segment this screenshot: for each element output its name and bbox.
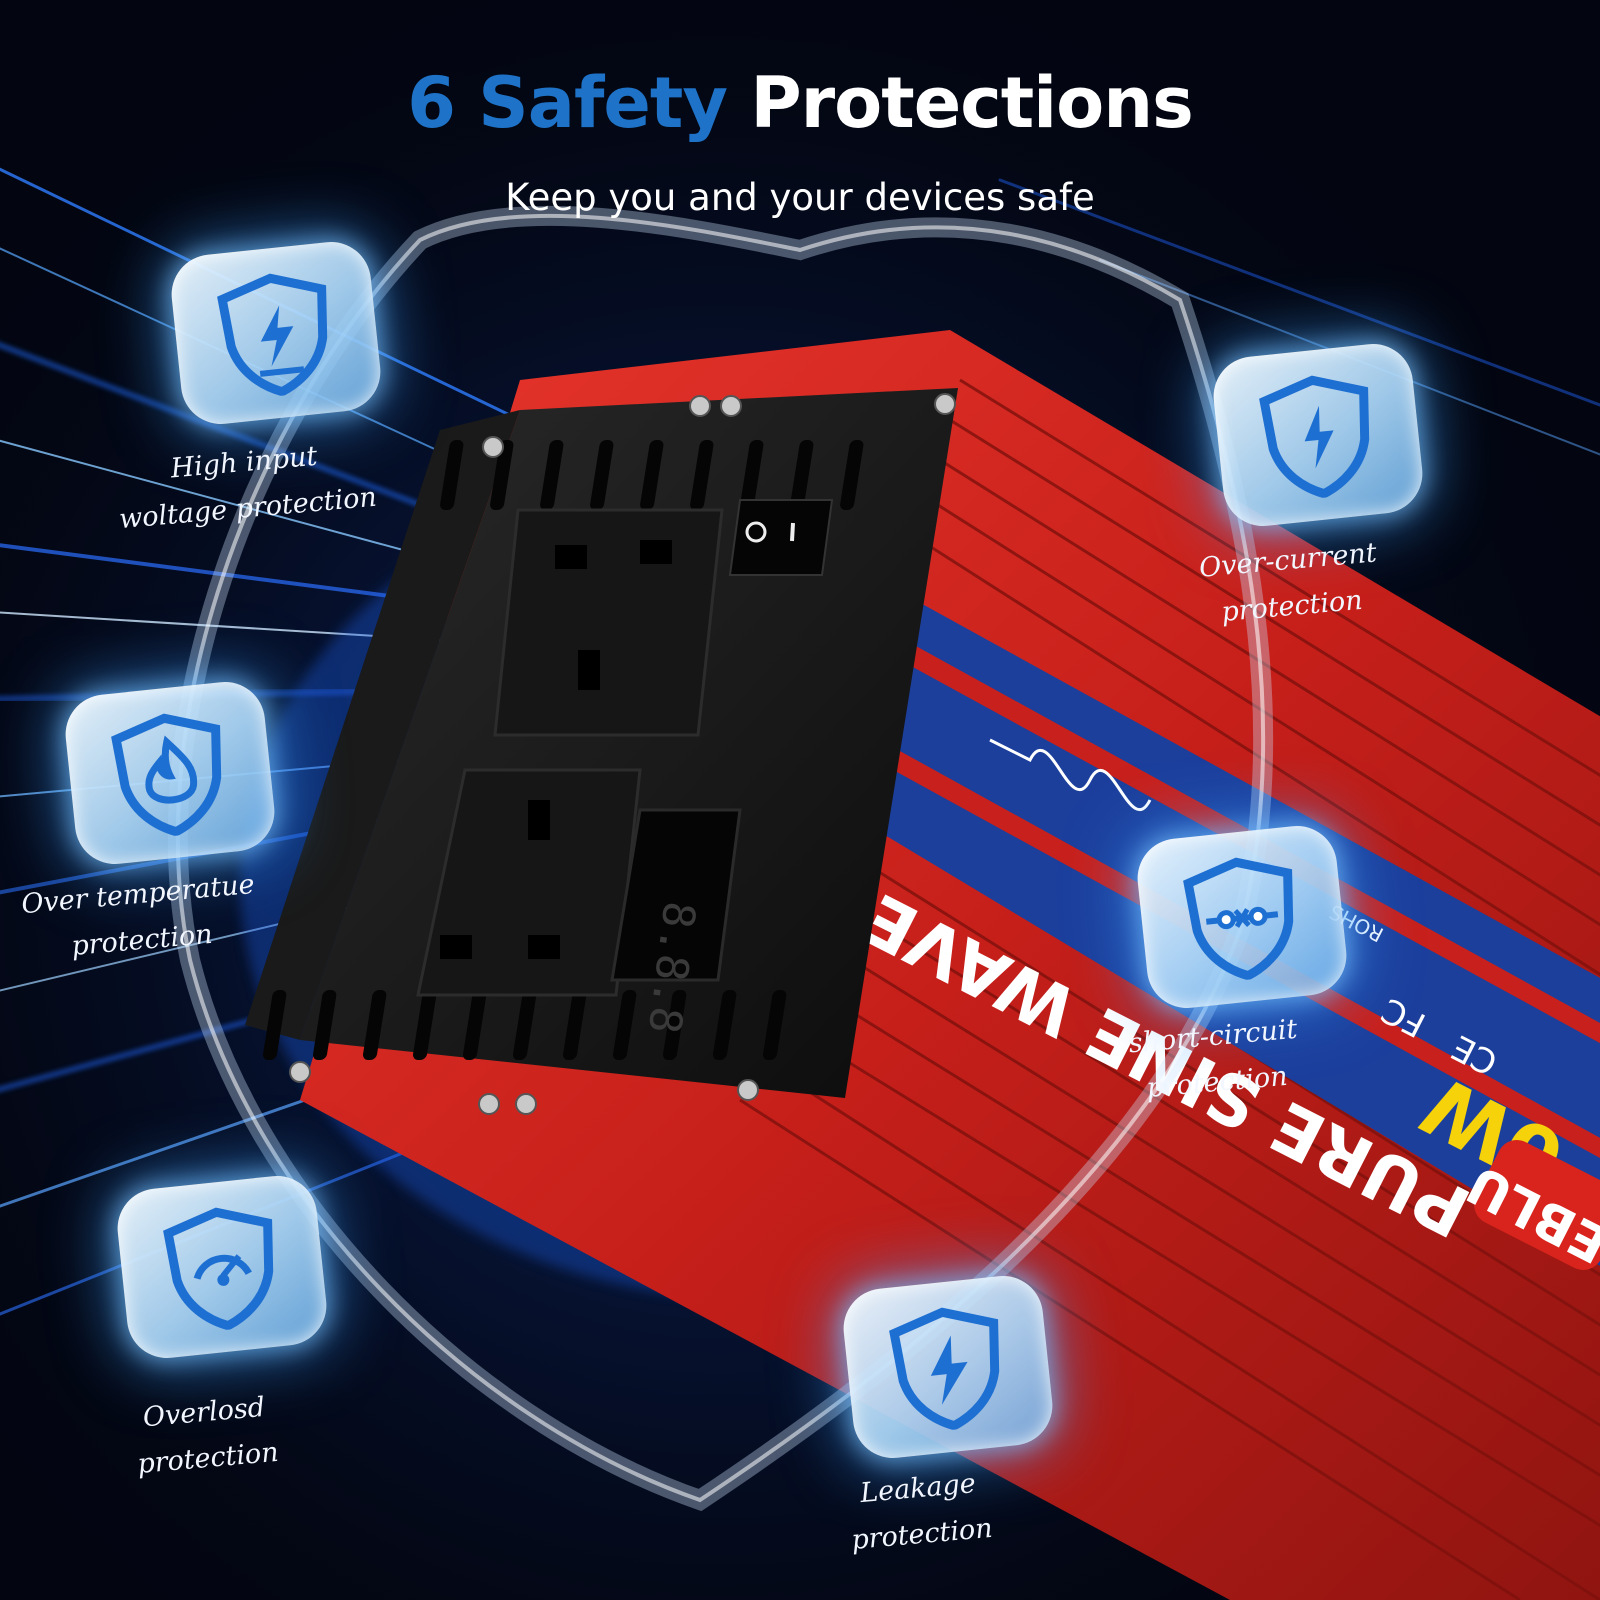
sine-wave-graphic xyxy=(989,738,1152,811)
title-accent: 6 Safety xyxy=(407,62,728,144)
page-title: 6 Safety Protections xyxy=(0,62,1600,144)
flame-shield-icon xyxy=(61,678,279,868)
front-panel: 8.8.8 xyxy=(245,388,958,1115)
lightning-shield-icon xyxy=(839,1272,1057,1462)
gauge-shield-icon xyxy=(113,1172,331,1362)
power-switch xyxy=(728,499,834,576)
digital-display: 8.8.8 xyxy=(610,808,742,1036)
current-shield-icon xyxy=(1209,340,1427,530)
glass-shield-outline xyxy=(167,205,1274,1512)
page-subtitle: Keep you and your devices safe xyxy=(505,176,1095,219)
uk-socket-top xyxy=(493,508,724,737)
title-rest: Protections xyxy=(750,62,1193,144)
short-circuit-shield-icon xyxy=(1133,822,1351,1012)
uk-socket-bottom xyxy=(416,768,642,997)
voltage-shield-icon xyxy=(167,238,385,428)
